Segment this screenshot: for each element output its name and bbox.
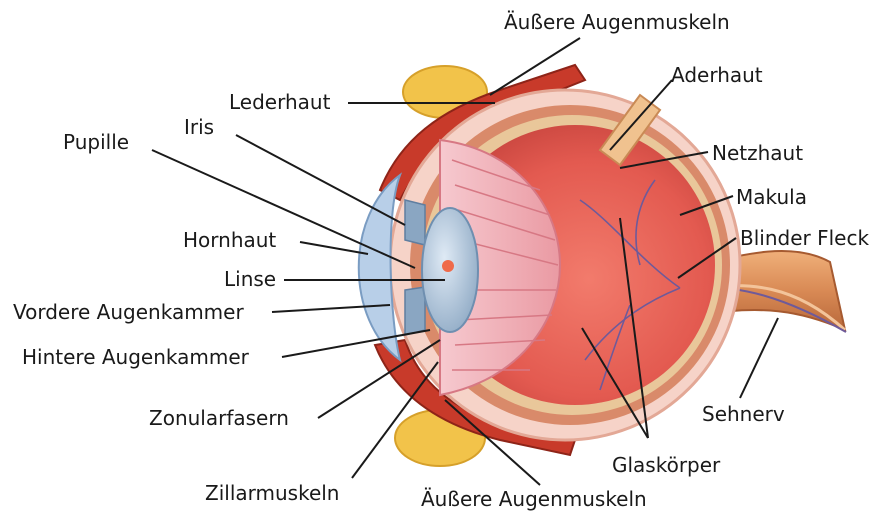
- label-hornhaut: Hornhaut: [183, 230, 276, 250]
- label-blinder-fleck: Blinder Fleck: [740, 228, 869, 248]
- leader-sehnerv: [740, 318, 778, 398]
- label-glaskoerper: Glaskörper: [612, 455, 720, 475]
- leader-hornhaut: [300, 242, 368, 254]
- label-outer-muscles-top: Äußere Augenmuskeln: [504, 12, 730, 32]
- label-hintere-augenkammer: Hintere Augenkammer: [22, 347, 249, 367]
- leader-iris: [236, 135, 405, 225]
- lens-nucleus: [442, 260, 454, 272]
- iris-shape-lower: [405, 287, 425, 335]
- label-pupille: Pupille: [63, 132, 129, 152]
- iris-shape: [405, 200, 425, 245]
- label-sehnerv: Sehnerv: [702, 404, 785, 424]
- label-linse: Linse: [224, 269, 276, 289]
- label-netzhaut: Netzhaut: [712, 143, 803, 163]
- label-zonularfasern: Zonularfasern: [149, 408, 289, 428]
- label-zillarmuskeln: Zillarmuskeln: [205, 483, 339, 503]
- label-outer-muscles-bottom: Äußere Augenmuskeln: [421, 489, 647, 509]
- label-aderhaut: Aderhaut: [671, 65, 763, 85]
- label-vordere-augenkammer: Vordere Augenkammer: [13, 302, 244, 322]
- label-makula: Makula: [736, 187, 807, 207]
- label-lederhaut: Lederhaut: [229, 92, 330, 112]
- label-iris: Iris: [184, 117, 214, 137]
